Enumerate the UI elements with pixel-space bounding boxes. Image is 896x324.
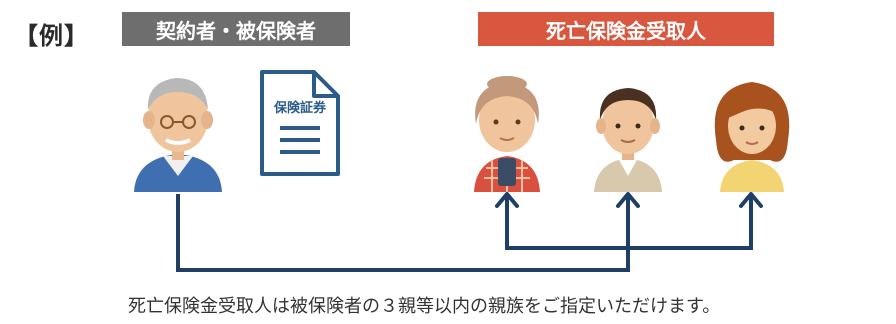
elderly-man-icon xyxy=(134,78,222,192)
death-beneficiary-label: 死亡保険金受取人 xyxy=(478,12,774,46)
elderly-woman-icon xyxy=(474,76,540,192)
policy-document-title: 保険証券 xyxy=(273,100,327,116)
relationship-connector xyxy=(176,194,753,272)
young-woman-icon xyxy=(714,82,790,192)
arrow-head-elderly-woman xyxy=(495,192,519,208)
policy-document: 保険証券 xyxy=(260,70,340,176)
arrow-head-young-woman xyxy=(739,192,763,208)
middle-aged-man-icon xyxy=(594,88,662,192)
arrow-head-middle-aged-man xyxy=(616,192,640,208)
owner-insured-label: 契約者・被保険者 xyxy=(122,12,350,46)
caption: 死亡保険金受取人は被保険者の３親等以内の親族をご指定いただけます。 xyxy=(128,296,721,317)
example-label: 【例】 xyxy=(14,22,89,50)
